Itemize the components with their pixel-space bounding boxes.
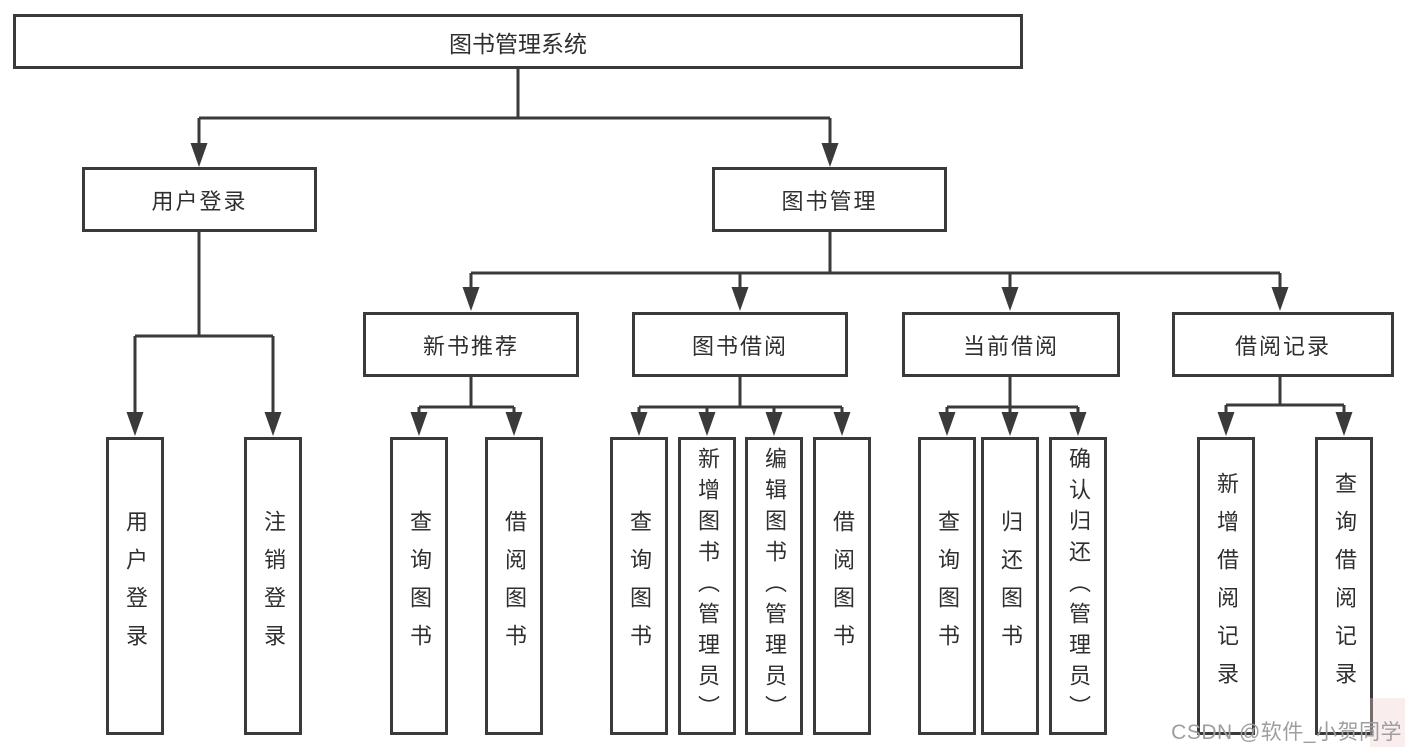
leaf-add-borrow-record: 新增借阅记录: [1197, 437, 1255, 735]
leaf-query-books-recommend: 查询图书: [390, 437, 448, 735]
arrow-icon: [410, 412, 428, 436]
node-user-login-branch: 用户登录: [82, 167, 317, 232]
leaf-confirm-return-admin: 确认归还（管理员）: [1049, 437, 1107, 735]
arrow-icon: [462, 287, 480, 311]
node-book-borrowing: 图书借阅: [632, 312, 848, 377]
arrow-icon: [1271, 287, 1289, 311]
connector-current-to-children: [945, 377, 1080, 417]
arrow-icon: [698, 412, 716, 436]
arrow-icon: [1001, 287, 1019, 311]
leaf-logout: 注销登录: [244, 437, 302, 735]
connector-root-to-level2: [197, 69, 832, 148]
leaf-borrow-books-recommend: 借阅图书: [485, 437, 543, 735]
leaf-return-book: 归还图书: [981, 437, 1039, 735]
arrow-icon: [1217, 412, 1235, 436]
node-borrowing-records: 借阅记录: [1172, 312, 1394, 377]
leaf-borrow-books-borrowing: 借阅图书: [813, 437, 871, 735]
connector-records-to-children: [1224, 377, 1346, 417]
connector-userlogin-to-children: [133, 232, 275, 417]
arrow-icon: [630, 412, 648, 436]
arrow-icon: [1001, 412, 1019, 436]
watermark-highlight: [1370, 698, 1405, 747]
arrow-icon: [190, 143, 208, 167]
arrowheads: [126, 143, 1353, 436]
arrow-icon: [765, 412, 783, 436]
node-new-book-recommendation: 新书推荐: [363, 312, 579, 377]
csdn-watermark: CSDN @软件_小贺同学: [1171, 721, 1402, 744]
leaf-edit-book-admin: 编辑图书（管理员）: [745, 437, 803, 735]
leaf-query-books-borrowing: 查询图书: [610, 437, 668, 735]
leaf-query-borrow-record: 查询借阅记录: [1315, 437, 1373, 735]
arrow-icon: [264, 412, 282, 436]
arrow-icon: [1069, 412, 1087, 436]
connector-borrowing-to-children: [637, 377, 844, 417]
arrow-icon: [938, 412, 956, 436]
connector-recommend-to-children: [417, 377, 516, 417]
node-book-management-branch: 图书管理: [712, 167, 947, 232]
connector-management-to-level3: [469, 232, 1282, 292]
arrow-icon: [731, 287, 749, 311]
arrow-icon: [126, 412, 144, 436]
node-library-management-system: 图书管理系统: [13, 14, 1023, 69]
arrow-icon: [505, 412, 523, 436]
leaf-add-book-admin: 新增图书（管理员）: [678, 437, 736, 735]
node-current-borrowing: 当前借阅: [902, 312, 1120, 377]
arrow-icon: [833, 412, 851, 436]
arrow-icon: [1335, 412, 1353, 436]
leaf-query-books-current: 查询图书: [918, 437, 976, 735]
arrow-icon: [821, 143, 839, 167]
leaf-user-login: 用户登录: [106, 437, 164, 735]
